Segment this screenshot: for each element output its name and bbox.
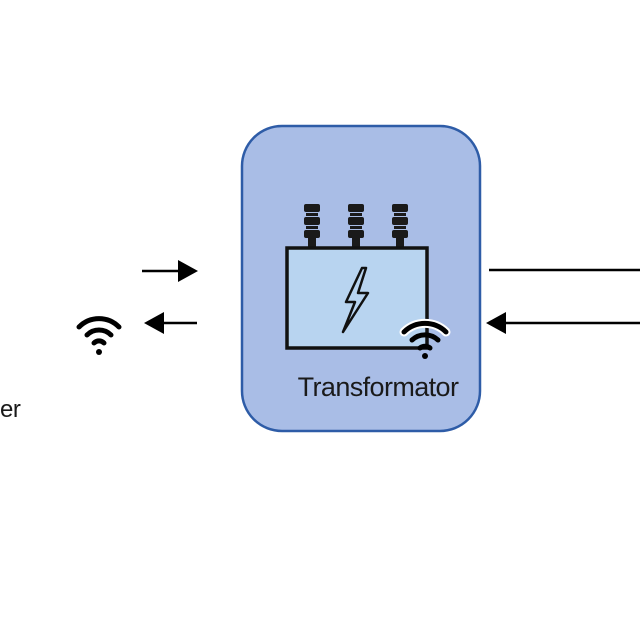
transformer-label: Transformator: [298, 372, 459, 402]
right-arrow-icon: [178, 260, 198, 282]
left-arrow-icon: [144, 312, 164, 334]
left-outbound-arrow: [144, 312, 197, 334]
left-inbound-arrow: [142, 260, 198, 282]
bushing-middle-icon: [348, 204, 364, 248]
transformer-node: Transformator: [240, 124, 482, 433]
bushing-left-icon: [304, 204, 320, 248]
left-node-label: er: [0, 396, 21, 423]
left-arrow-icon: [486, 312, 506, 334]
wifi-icon: [399, 318, 451, 359]
wifi-icon: [76, 316, 122, 355]
bushing-right-icon: [392, 204, 408, 248]
lightning-bolt-icon: [341, 266, 370, 334]
right-inbound-arrow: [486, 312, 640, 334]
